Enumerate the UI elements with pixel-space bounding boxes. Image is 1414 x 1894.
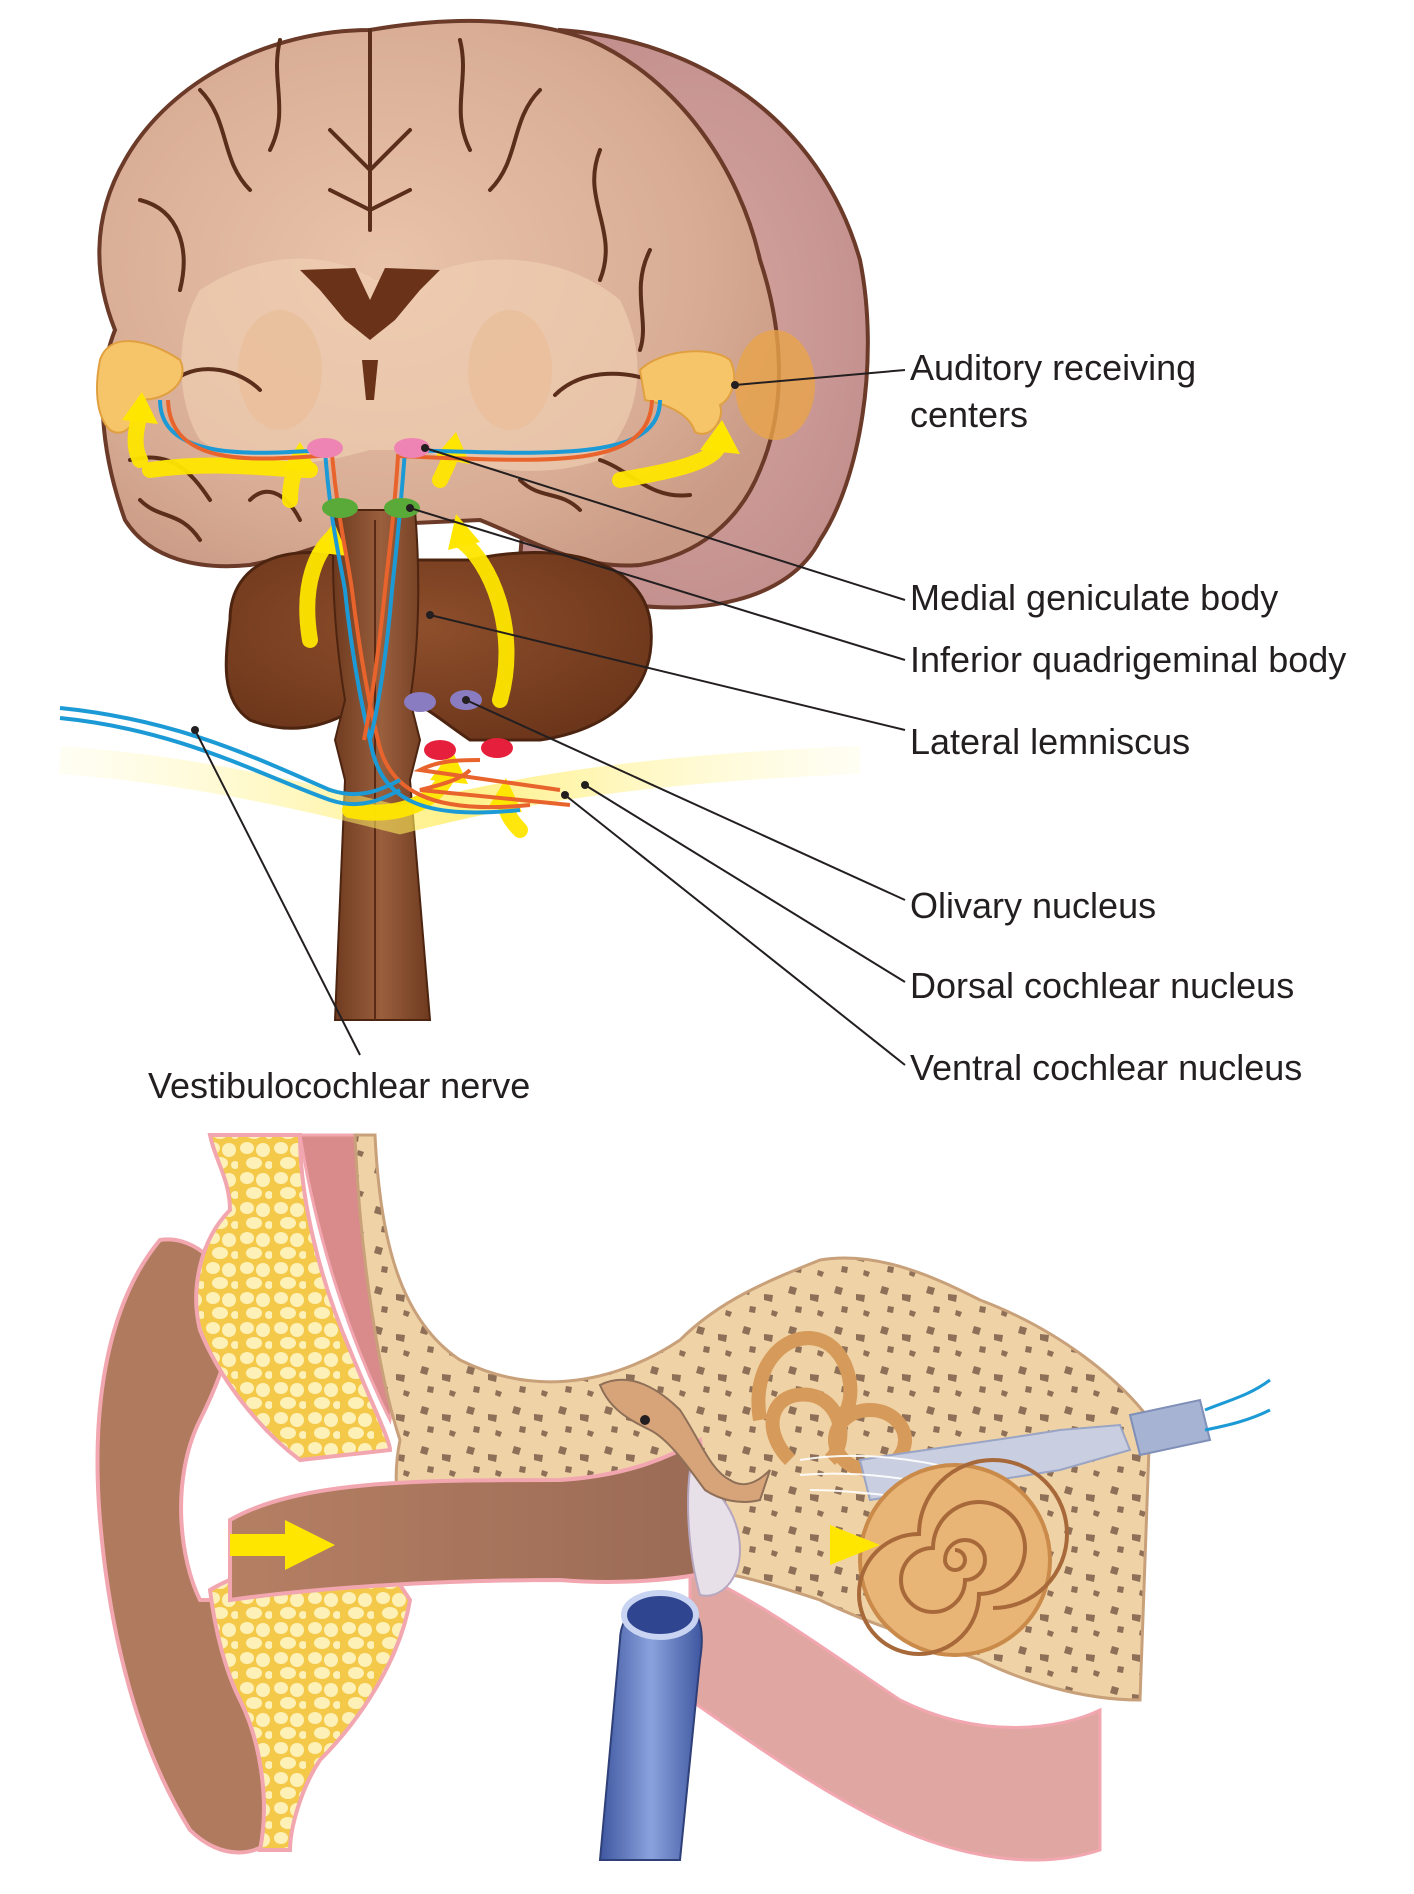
medial-geniculate-right — [394, 438, 430, 458]
label-inferior-quadrigeminal-body: Inferior quadrigeminal body — [910, 639, 1346, 680]
brain-illustration — [59, 19, 870, 1021]
leader-dots — [191, 381, 739, 799]
fat-tissue-upper — [194, 1133, 393, 1463]
ear-cross-section — [40, 1133, 1271, 1862]
cochlear-nucleus-left — [424, 740, 456, 760]
basal-ganglia-left — [238, 310, 322, 430]
olivary-nucleus-left — [404, 692, 436, 712]
label-auditory-receiving-centers-line1: Auditory receiving — [910, 347, 1196, 388]
third-ventricle — [362, 360, 378, 400]
label-ventral-cochlear-nucleus: Ventral cochlear nucleus — [910, 1047, 1302, 1088]
auditory-center-right — [638, 350, 736, 435]
lateral-ventricles — [300, 268, 440, 340]
soft-tissue-lower — [688, 1567, 1102, 1862]
ossicles — [598, 1378, 771, 1503]
medial-geniculate-left — [307, 438, 343, 458]
brainstem — [332, 509, 432, 1021]
cochlea-spiral — [857, 1458, 1069, 1656]
label-medial-geniculate-body: Medial geniculate body — [910, 577, 1278, 618]
label-olivary-nucleus: Olivary nucleus — [910, 885, 1156, 926]
blood-vessel-opening — [621, 1590, 699, 1640]
nerve-exit-fibers — [1204, 1378, 1271, 1432]
sound-wave-band — [59, 746, 861, 835]
inferior-quadrigeminal-left — [322, 498, 358, 518]
inferior-quadrigeminal-right — [384, 498, 420, 518]
semicircular-canals — [751, 1331, 912, 1477]
nerve-exit-tube — [1128, 1398, 1212, 1457]
label-lateral-lemniscus: Lateral lemniscus — [910, 721, 1190, 762]
vestibulocochlear-nerve-fibers — [59, 706, 401, 807]
auditory-center-lateral-patch — [735, 330, 815, 440]
label-auditory-receiving-centers-line2: centers — [910, 394, 1028, 435]
basal-ganglia-right — [468, 310, 552, 430]
leader-lines — [194, 369, 906, 1066]
label-vestibulocochlear-nerve: Vestibulocochlear nerve — [148, 1065, 530, 1106]
label-dorsal-cochlear-nucleus: Dorsal cochlear nucleus — [910, 965, 1294, 1006]
ear-sound-arrowhead-inner — [830, 1525, 880, 1565]
ear-sound-arrowhead — [285, 1520, 335, 1570]
cerebellum — [224, 551, 653, 742]
ossicle-joint-dot — [640, 1415, 650, 1425]
cochlear-nucleus-right — [481, 738, 513, 758]
